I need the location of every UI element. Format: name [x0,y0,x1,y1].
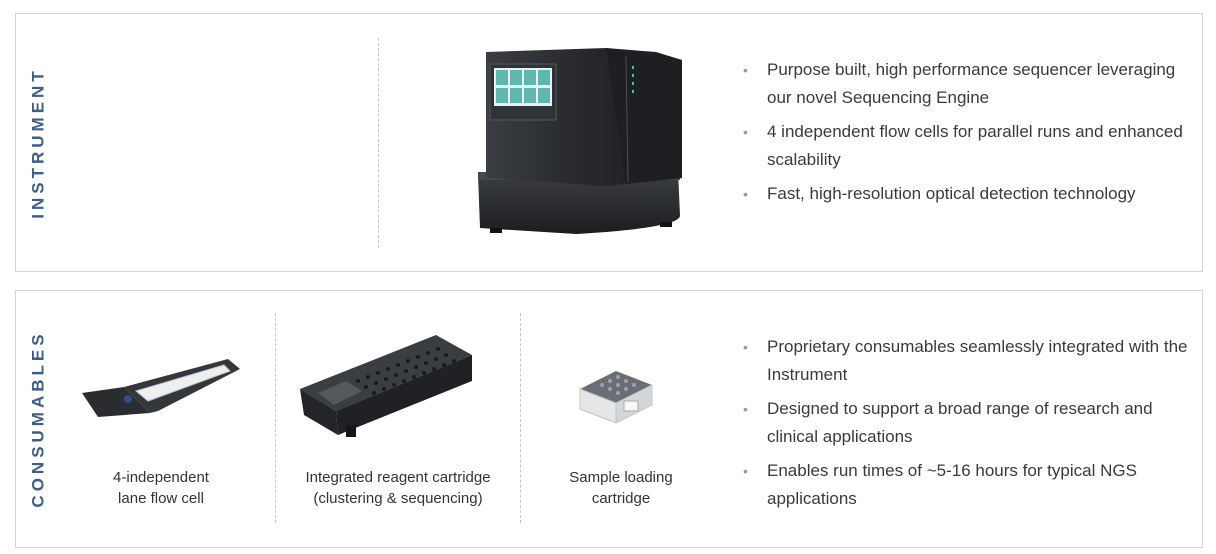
consumables-label-text: CONSUMABLES [29,330,49,508]
bullet-dot: • [743,339,748,355]
bullet-dot: • [743,62,748,78]
consumables-bullet-2: • Designed to support a broad range of re… [743,395,1191,451]
flow-cell-image [82,359,240,417]
consumables-bullet-3: • Enables run times of ~5-16 hours for ty… [743,457,1191,513]
bullet-text: Designed to support a broad range of res… [767,399,1153,446]
instrument-bullet-2: • 4 independent flow cells for parallel r… [743,118,1183,174]
bullet-dot: • [743,463,748,479]
instrument-bullet-list: • Purpose built, high performance sequenc… [743,56,1183,214]
reagent-cartridge-caption: Integrated reagent cartridge (clustering… [278,467,518,509]
consumables-section-label: CONSUMABLES [16,291,62,547]
bullet-dot: • [743,401,748,417]
consumables-bullet-1: • Proprietary consumables seamlessly inte… [743,333,1191,389]
caption-line: Sample loading [569,469,673,486]
instrument-section-label: INSTRUMENT [16,14,62,271]
bullet-text: Proprietary consumables seamlessly integ… [767,337,1188,384]
reagent-cartridge-image [300,335,472,437]
bullet-dot: • [743,124,748,140]
caption-line: cartridge [591,490,651,507]
caption-line: Integrated reagent cartridge [305,469,491,486]
divider-dashed [275,313,276,523]
bullet-dot: • [743,186,748,202]
consumables-bullet-list: • Proprietary consumables seamlessly inte… [743,333,1191,519]
instrument-panel: INSTRUMENT [15,13,1203,272]
instrument-bullet-3: • Fast, high-resolution optical detection… [743,180,1183,208]
divider-dashed [520,313,521,523]
caption-line: lane flow cell [118,490,204,507]
caption-line: (clustering & sequencing) [313,490,483,507]
sample-loading-cartridge-image [579,371,653,424]
bullet-text: 4 independent flow cells for parallel ru… [767,122,1183,169]
bullet-text: Fast, high-resolution optical detection … [767,184,1136,203]
sample-loading-caption: Sample loading cartridge [536,467,706,509]
divider-dashed [378,38,379,248]
sequencer-instrument-image [478,48,682,234]
bullet-text: Enables run times of ~5-16 hours for typ… [767,461,1137,508]
instrument-label-text: INSTRUMENT [29,66,49,219]
bullet-text: Purpose built, high performance sequence… [767,60,1176,107]
caption-line: 4-independent [113,469,209,486]
instrument-bullet-1: • Purpose built, high performance sequenc… [743,56,1183,112]
consumables-panel: CONSUMABLES 4-independent lane flow cell… [15,290,1203,548]
flow-cell-caption: 4-independent lane flow cell [76,467,246,509]
